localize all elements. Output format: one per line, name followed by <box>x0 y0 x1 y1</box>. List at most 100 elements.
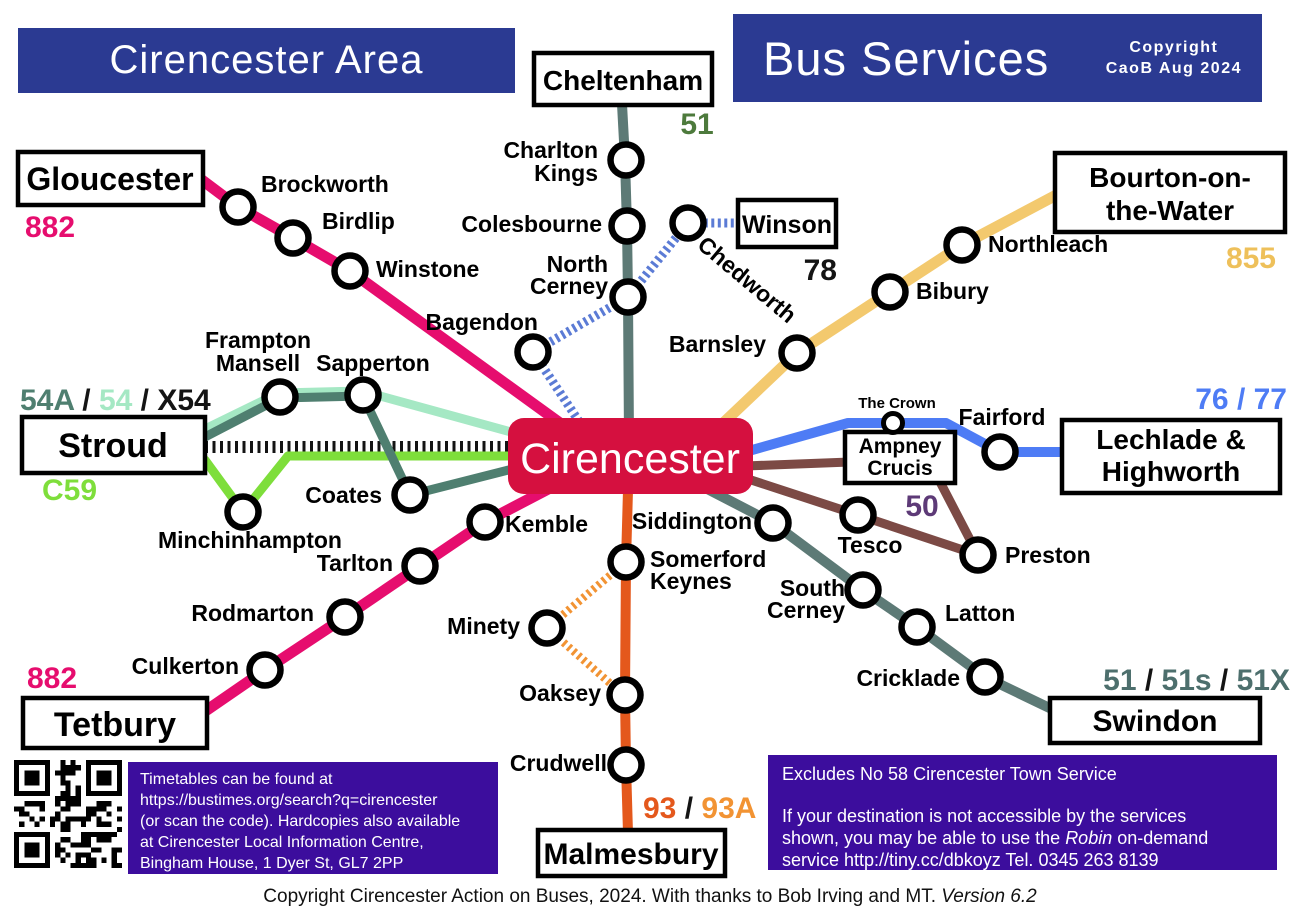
station-label-minety: Minety <box>447 613 520 639</box>
route-label-50: 50 <box>905 490 938 523</box>
cirencester-hub-label: Cirencester <box>520 435 740 483</box>
terminus-label-lechlade-line2: Highworth <box>1102 456 1240 487</box>
station-circle-minety <box>528 609 566 647</box>
station-label-rodmarton: Rodmarton <box>191 600 314 626</box>
station-circle-tarlton <box>401 547 439 585</box>
terminus-box-winson <box>735 197 839 250</box>
service-note-line1: Excludes No 58 Cirencester Town Service <box>782 764 1117 784</box>
terminus-box-tetbury <box>20 695 210 751</box>
station-circle-bagendon <box>514 333 552 371</box>
terminus-label-tetbury: Tetbury <box>54 706 176 744</box>
station-label-bibury: Bibury <box>916 278 989 304</box>
timetable-info-line1: Timetables can be found at <box>140 771 333 788</box>
title-banner-right: Bus Services Copyright CaoB Aug 2024 <box>733 14 1262 102</box>
terminus-label-gloucester: Gloucester <box>26 161 193 197</box>
station-circle-charlton-kings <box>607 141 645 179</box>
route-label-stroud-services: 54A / 54 / X54 <box>20 384 211 417</box>
station-label-crudwell: Crudwell <box>510 750 607 776</box>
station-label-northleach: Northleach <box>988 231 1108 257</box>
station-circle-bibury <box>871 273 909 311</box>
station-circle-northleach <box>943 226 981 264</box>
route-76-77-line <box>740 418 1071 457</box>
station-circle-colesbourne <box>608 207 646 245</box>
station-label-the-crown: The Crown <box>858 395 936 412</box>
station-label-colesbourne: Colesbourne <box>461 211 602 237</box>
station-label-latton: Latton <box>945 600 1015 626</box>
station-label-sapperton: Sapperton <box>316 350 430 376</box>
station-circle-barnsley <box>778 334 816 372</box>
station-circle-culkerton <box>246 651 284 689</box>
timetable-info-line3: (or scan the code). Hardcopies also avai… <box>140 813 461 830</box>
station-label-fairford: Fairford <box>959 404 1046 430</box>
station-circle-south-cerney <box>844 571 882 609</box>
terminus-label-ampney-line2: Crucis <box>867 457 932 480</box>
station-label-preston: Preston <box>1005 542 1091 568</box>
terminus-label-cheltenham: Cheltenham <box>543 65 703 96</box>
route-label-76-77: 76 / 77 <box>1195 383 1287 416</box>
station-label-charlton-line2: Kings <box>534 160 598 186</box>
station-circle-sapperton <box>344 376 382 414</box>
terminus-label-bourton-line2: the-Water <box>1106 195 1234 226</box>
copyright-note: Copyright CaoB Aug 2024 <box>1106 37 1242 79</box>
route-50-line-ampney <box>740 457 855 471</box>
copyright-line2: CaoB Aug 2024 <box>1105 60 1242 77</box>
terminus-label-winson: Winson <box>742 211 832 239</box>
service-note-box: Excludes No 58 Cirencester Town Service … <box>768 755 1277 870</box>
station-circle-crudwell <box>607 746 645 784</box>
terminus-box-malmesbury <box>535 827 728 879</box>
route-label-51-north: 51 <box>680 108 713 141</box>
terminus-label-malmesbury: Malmesbury <box>543 838 718 871</box>
station-circle-preston <box>959 536 997 574</box>
service-note-line4: service http://tiny.cc/dbkoyz Tel. 0345 … <box>782 850 1159 870</box>
station-circle-brockworth <box>219 188 257 226</box>
copyright-line1: Copyright <box>1129 39 1219 56</box>
station-label-cricklade: Cricklade <box>856 665 960 691</box>
terminus-box-stroud <box>19 414 208 476</box>
route-label-855: 855 <box>1226 242 1276 275</box>
station-label-somerford-line1: Somerford <box>650 546 766 572</box>
title-banner-left: Cirencester Area <box>18 28 515 93</box>
station-label-siddington: Siddington <box>632 508 752 534</box>
station-label-brockworth: Brockworth <box>261 171 389 197</box>
service-note-line3: shown, you may be able to use the Robin … <box>782 828 1209 848</box>
timetable-info-box: Timetables can be found at https://busti… <box>128 762 498 874</box>
station-circle-tesco <box>839 496 877 534</box>
terminus-box-gloucester <box>15 149 206 208</box>
terminus-box-swindon <box>1047 695 1263 746</box>
station-label-frampton-line2: Mansell <box>216 350 300 376</box>
route-c59-line <box>200 451 525 517</box>
page-title-right: Bus Services <box>763 31 1050 85</box>
page-title-left: Cirencester Area <box>109 38 424 82</box>
service-note-line2: If your destination is not accessible by… <box>782 806 1187 826</box>
route-54-line <box>200 386 545 445</box>
station-label-south-cerney-line2: Cerney <box>767 597 845 623</box>
station-circle-siddington <box>754 504 792 542</box>
timetable-info-line2: https://bustimes.org/search?q=cirenceste… <box>140 792 438 809</box>
terminus-box-cheltenham <box>531 50 715 108</box>
station-label-somerford-line2: Keynes <box>650 568 732 594</box>
station-circle-frampton-mansell <box>261 378 299 416</box>
terminus-label-swindon: Swindon <box>1093 705 1218 738</box>
station-circle-cricklade <box>966 658 1004 696</box>
station-circle-somerford-keynes <box>607 543 645 581</box>
station-circle-north-cerney <box>609 278 647 316</box>
terminus-label-lechlade-line1: Lechlade & <box>1096 424 1245 455</box>
station-label-south-cerney-line1: South <box>780 575 845 601</box>
cirencester-hub-box <box>508 418 753 494</box>
version-label: Version 6.2 <box>941 886 1037 907</box>
station-label-minchinhampton: Minchinhampton <box>158 527 342 553</box>
station-circle-oaksey <box>606 676 644 714</box>
route-label-swindon-services: 51 / 51s / 51X <box>1103 664 1290 697</box>
station-circle-kemble <box>466 503 504 541</box>
station-circle-coates <box>391 476 429 514</box>
station-label-frampton-line1: Frampton <box>205 327 311 353</box>
station-circle-chedworth <box>669 204 707 242</box>
station-label-birdlip: Birdlip <box>322 208 395 234</box>
service-note-para2: If your destination is not accessible by… <box>782 805 1263 871</box>
station-circle-winstone <box>331 252 369 290</box>
station-label-culkerton: Culkerton <box>132 653 239 679</box>
station-label-winstone: Winstone <box>376 256 479 282</box>
station-label-oaksey: Oaksey <box>519 680 601 706</box>
terminus-label-stroud: Stroud <box>58 427 168 465</box>
